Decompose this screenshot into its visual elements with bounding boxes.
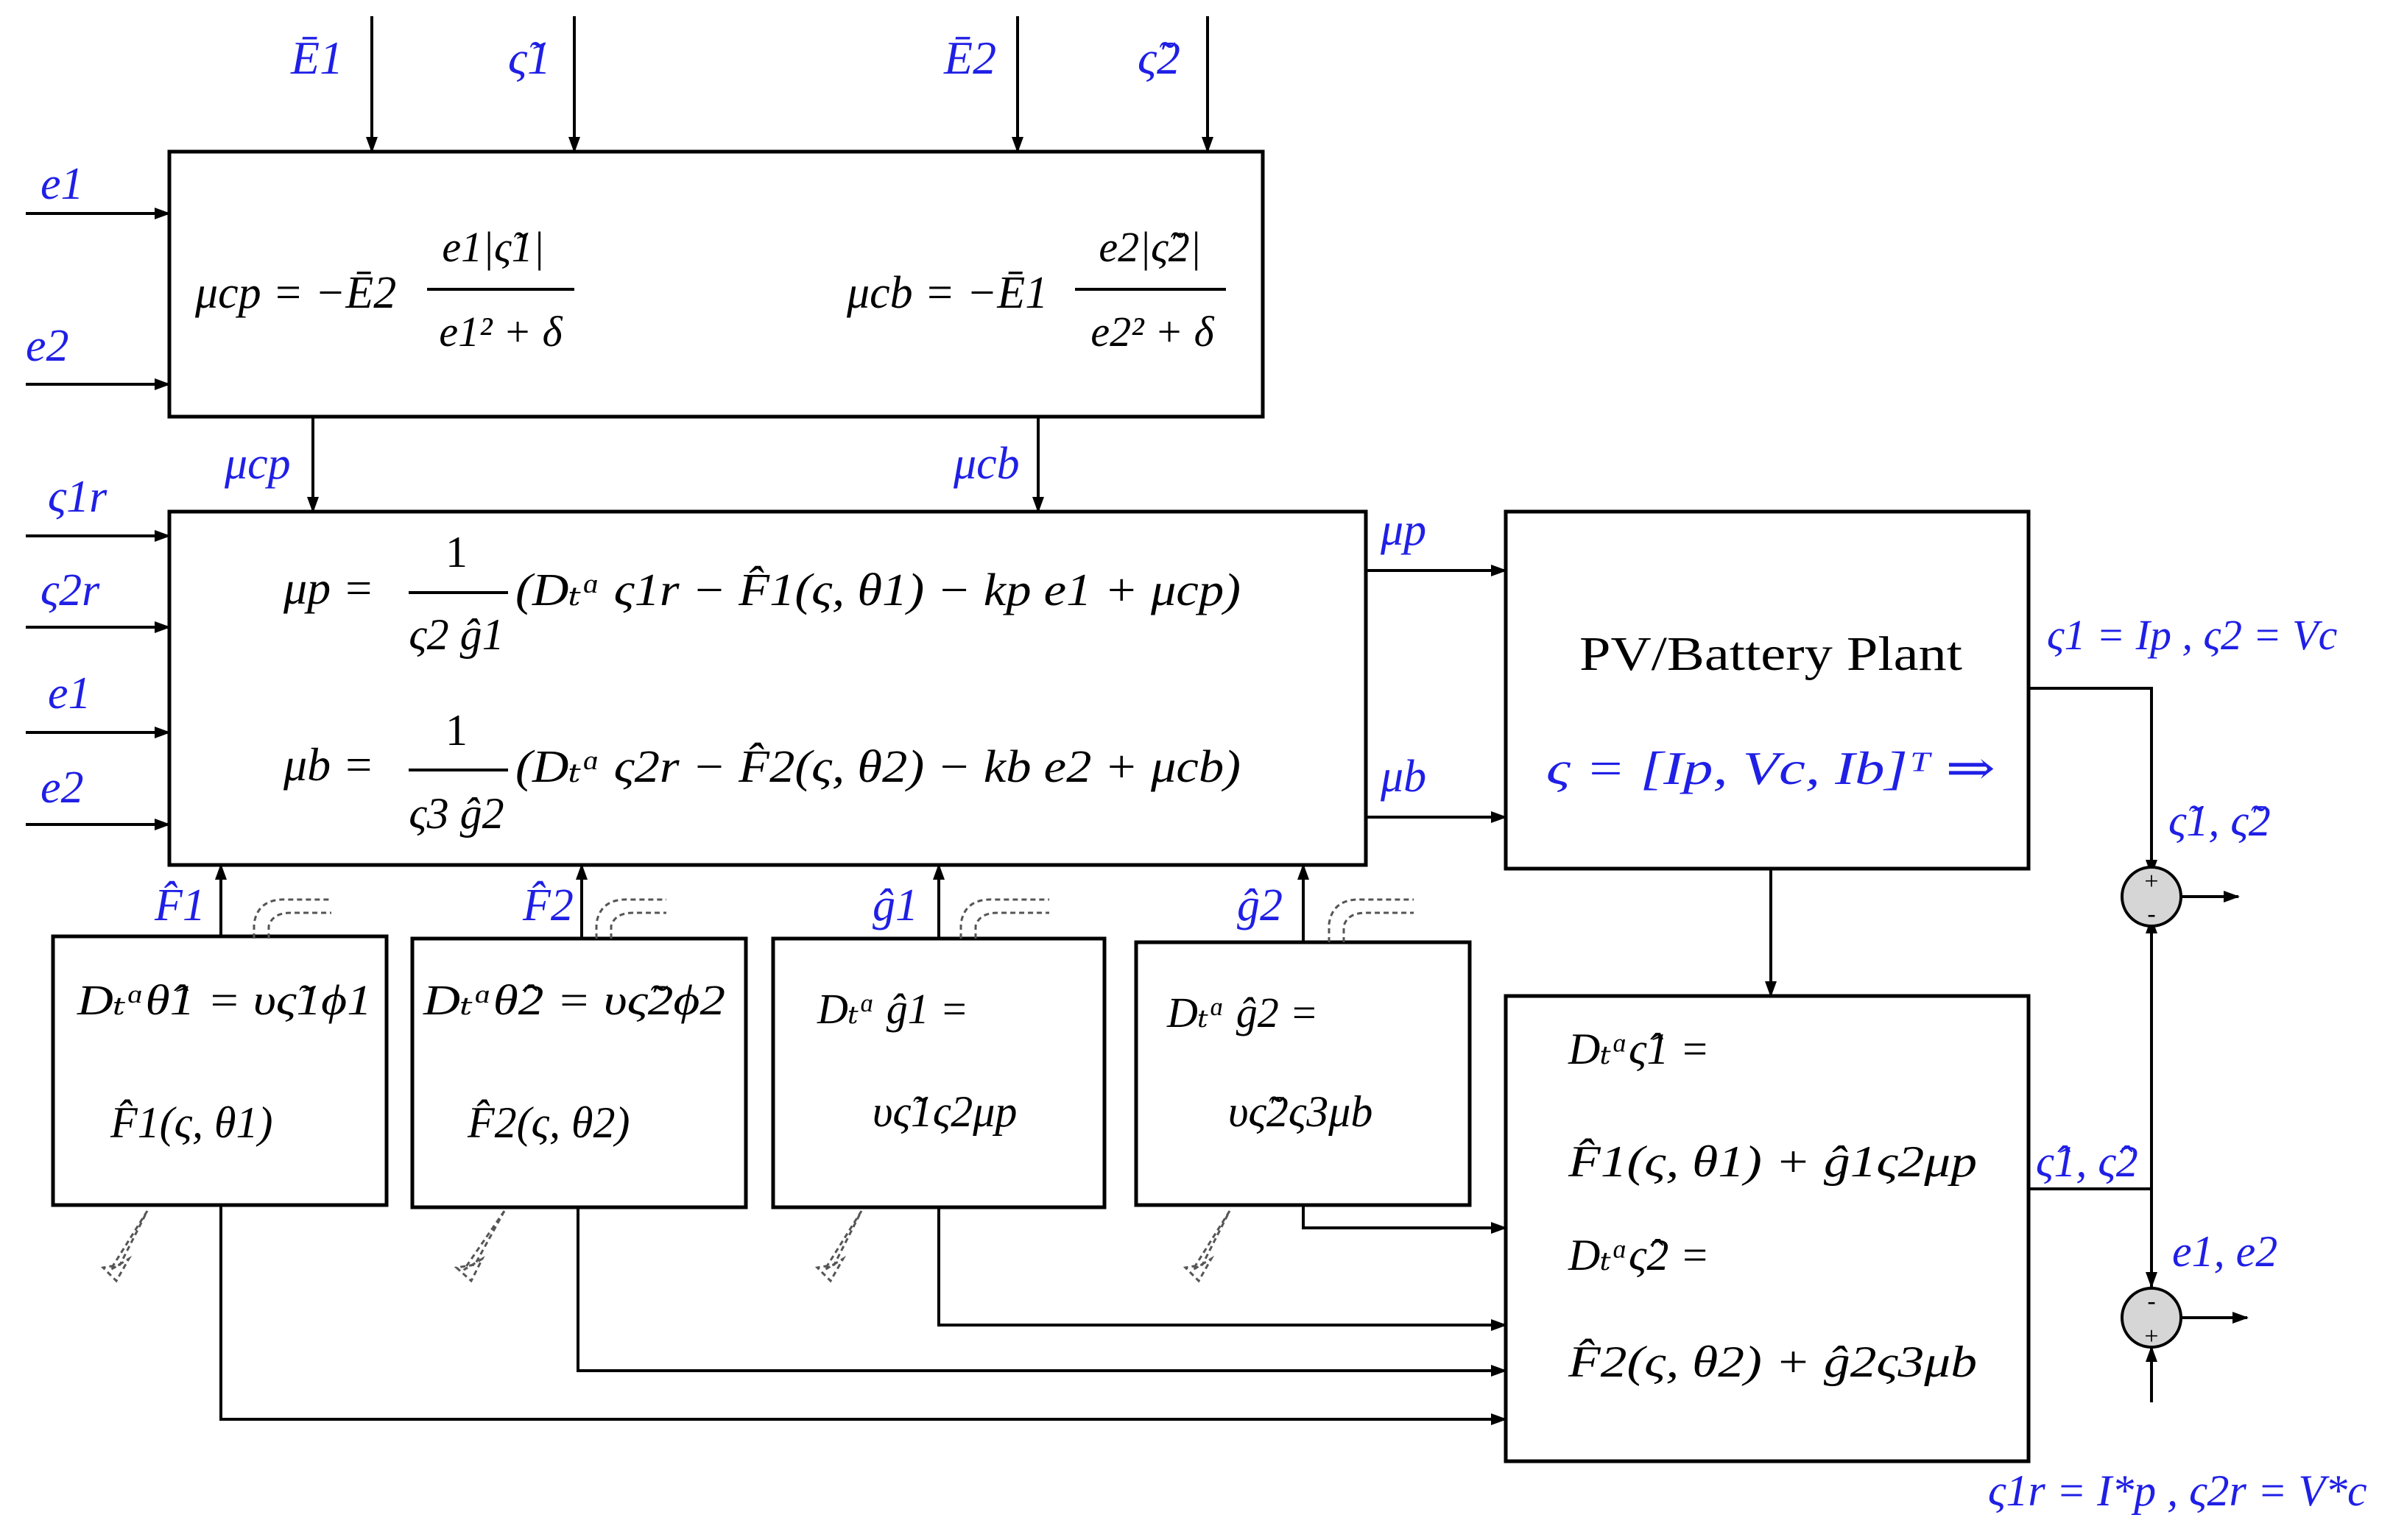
dashed-curved-arrow-icon [974, 911, 1049, 939]
E1-bar-label: Ē1 [290, 32, 343, 84]
dashed-curved-arrow-icon [814, 1210, 863, 1283]
F1-estimate: F̂1(ς, θ1) [110, 1098, 272, 1147]
e1-label-mid: e1 [48, 668, 91, 718]
dashed-curved-arrow-icon [267, 911, 331, 939]
xi-tilde-pair-label: ς̃1, ς̃2 [2168, 797, 2271, 845]
dashed-curved-arrow-icon [454, 1210, 506, 1283]
xi1-tilde-label: ς̃1 [508, 32, 551, 84]
e1-label-top: e1 [40, 159, 84, 209]
g1-hat-label: ĝ1 [873, 880, 918, 930]
theta2-update-block [410, 936, 748, 1209]
s1r-label: ς1r [48, 472, 108, 522]
xi2-tilde-label: ς̃2 [1138, 32, 1180, 84]
upper-summing-junction: + - [2121, 866, 2182, 928]
mu-cb-lhs: μcb = −Ē1 [846, 268, 1048, 318]
mu-cp-lhs: μcp = −Ē2 [194, 268, 396, 318]
mu-b-numerator: 1 [445, 706, 468, 755]
mu-p-label: μp [1380, 505, 1426, 555]
controller-block [167, 509, 1368, 867]
mu-cp-denominator: e1² + δ [439, 308, 563, 356]
g2-hat-label: ĝ2 [1237, 880, 1283, 930]
s2r-label: ς2r [40, 565, 100, 615]
plant-state-vector: ς = [Ip, Vc, Ib]ᵀ ⇒ [1546, 742, 1995, 794]
lower-sum-plus-sign: + [2144, 1323, 2158, 1350]
plant-output-line [2029, 687, 2157, 876]
observer-block [1504, 994, 2031, 1463]
g1-to-observer-line [937, 1207, 1507, 1331]
F2-hat-label: F̂2 [522, 880, 574, 930]
mu-b-rhs: (Dₜᵅ ς2r − F̂2(ς, θ2) − kb e2 + μcb) [515, 742, 1241, 792]
mu-cb-label: μcb [953, 439, 1020, 489]
mu-b-lhs: μb = [283, 738, 374, 791]
g2-update-law-lhs: Dₜᵅ ĝ2 = [1166, 989, 1318, 1036]
dashed-curved-arrow-icon [1328, 898, 1414, 942]
theta1-update-law: Dₜᵅθ̂1 = υς̃1ϕ1 [77, 976, 372, 1024]
plant-block [1504, 509, 2031, 871]
plant-title: PV/Battery Plant [1579, 627, 1962, 681]
g2-update-law-rhs: υς̃2ς3μb [1228, 1087, 1372, 1136]
mu-p-numerator: 1 [445, 528, 468, 576]
adaptation-laws: Dₜᵅθ̂1 = υς̃1ϕ1 F̂1(ς, θ1) Dₜᵅθ̂2 = υς̃2… [77, 976, 1373, 1147]
sum-circle-icon [2121, 1287, 2182, 1349]
F1-to-observer-line [219, 1205, 1507, 1425]
signal-labels: Ē1 ς̃1 Ē2 ς̃2 e1 e2 μcp μcb ς1r ς2r e1… [26, 32, 2367, 1515]
mu-cb-denominator: e2² + δ [1090, 308, 1214, 356]
mu-p-lhs: μp = [283, 562, 374, 614]
connections [26, 16, 2249, 1425]
sum-circle-icon [2121, 866, 2182, 928]
compensator-block [167, 149, 1265, 419]
plant-content: PV/Battery Plant ς = [Ip, Vc, Ib]ᵀ ⇒ [1546, 627, 1995, 794]
mu-b-label: μb [1380, 752, 1426, 802]
g1-update-law-rhs: υς̃1ς2μp [873, 1087, 1017, 1136]
errors-pair-label: e1, e2 [2172, 1227, 2277, 1276]
dashed-curved-arrow-icon [1342, 911, 1414, 942]
e2-label-top: e2 [26, 321, 69, 371]
mu-cp-label: μcp [224, 439, 291, 489]
g1-update-law-lhs: Dₜᵅ ĝ1 = [817, 985, 968, 1033]
E2-bar-label: Ē2 [943, 32, 996, 84]
mu-p-rhs: (Dₜᵅ ς1r − F̂1(ς, θ1) − kp e1 + μcp) [515, 565, 1241, 615]
observer-xi1-rhs: F̂1(ς, θ1) + ĝ1ς2μp [1568, 1137, 1977, 1186]
observer-xi2-lhs: Dₜᵅς̂2 = [1568, 1231, 1710, 1279]
mu-cp-numerator: e1|ς̃1| [442, 223, 544, 271]
observer-equations: Dₜᵅς̂1 = F̂1(ς, θ1) + ĝ1ς2μp Dₜᵅς̂2 = F… [1568, 1025, 1977, 1386]
observer-xi2-rhs: F̂2(ς, θ2) + ĝ2ς3μb [1568, 1338, 1977, 1386]
dashed-curved-arrow-icon [959, 898, 1049, 939]
mu-cb-numerator: e2|ς̃2| [1099, 223, 1201, 271]
dashed-curved-arrow-icon [610, 911, 666, 939]
plant-output-label: ς1 = Ip , ς2 = Vc [2047, 611, 2338, 659]
compensator-equations: μcp = −Ē2 e1|ς̃1| e1² + δ μcb = −Ē1 e2… [194, 223, 1226, 356]
observer-xi1-lhs: Dₜᵅς̂1 = [1568, 1025, 1710, 1073]
mu-b-denominator: ς3 ĝ2 [409, 789, 504, 838]
adaptation-hooks [100, 898, 1414, 1283]
reference-label: ς1r = I*p , ς2r = V*c [1988, 1466, 2367, 1515]
theta2-update-law: Dₜᵅθ̂2 = υς̃2ϕ2 [423, 976, 725, 1024]
F2-to-observer-line [577, 1207, 1507, 1377]
e2-label-mid: e2 [40, 763, 84, 813]
g2-to-observer-line [1302, 1205, 1507, 1234]
F2-estimate: F̂2(ς, θ2) [467, 1098, 630, 1147]
dashed-curved-arrow-icon [595, 898, 666, 939]
xi-hat-pair-label: ς̂1, ς̂2 [2036, 1137, 2138, 1186]
dashed-curved-arrow-icon [100, 1210, 149, 1283]
F1-hat-label: F̂1 [154, 880, 205, 930]
lower-sum-minus-sign: - [2147, 1288, 2155, 1315]
dashed-curved-arrow-icon [253, 898, 331, 939]
g1-update-block [771, 936, 1107, 1209]
g2-update-block [1134, 940, 1472, 1207]
dashed-curved-arrow-icon [1183, 1210, 1231, 1283]
lower-summing-junction: - + [2121, 1287, 2182, 1350]
upper-sum-plus-sign: + [2144, 868, 2158, 895]
controller-equations: μp = 1 ς2 ĝ1 (Dₜᵅ ς1r − F̂1(ς, θ1) − kp… [283, 528, 1241, 838]
mu-p-denominator: ς2 ĝ1 [409, 610, 504, 659]
upper-sum-minus-sign: - [2147, 900, 2155, 928]
